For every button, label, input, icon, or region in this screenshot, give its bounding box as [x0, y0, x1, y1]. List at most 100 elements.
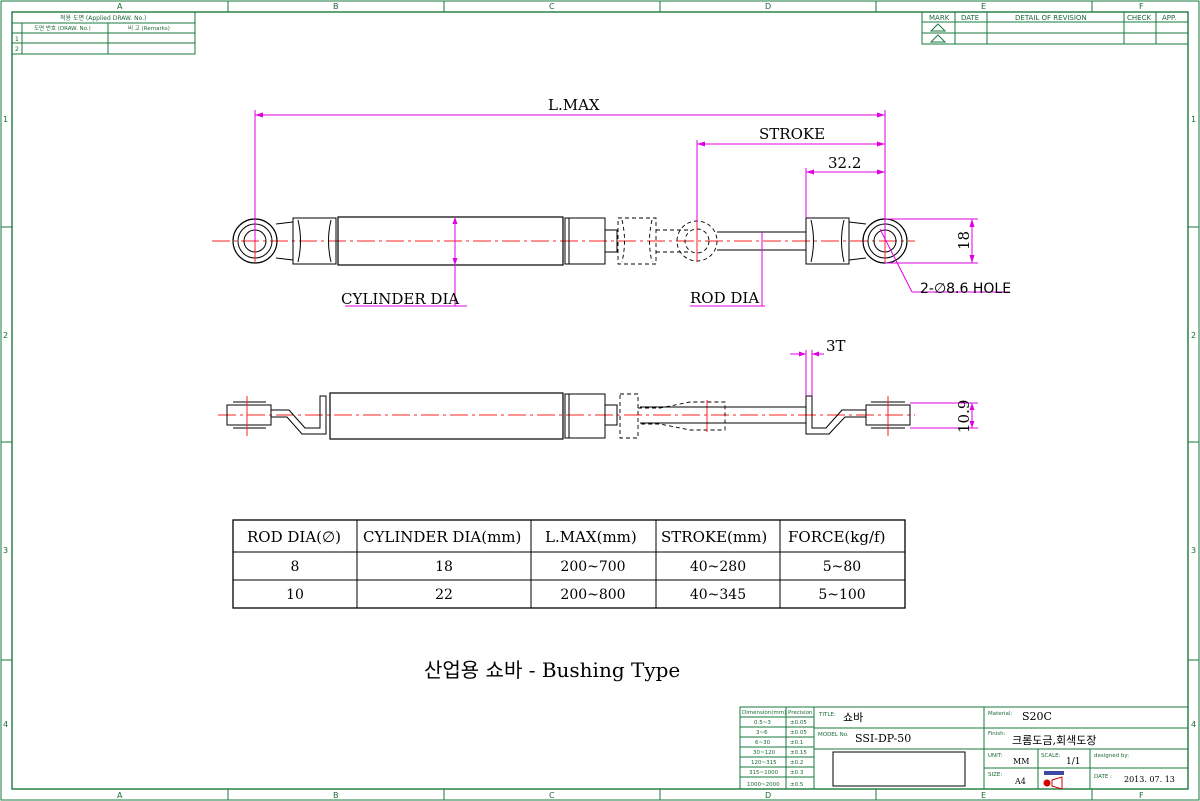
zone-bottom-c: C: [549, 791, 555, 800]
zone-left-1: 1: [3, 115, 8, 124]
tol-r7-dim: 1000~2000: [747, 782, 780, 788]
model-value: SSI-DP-50: [855, 732, 911, 745]
spec-header-lmax: L.MAX(mm): [545, 528, 637, 546]
zone-right-4: 4: [1191, 720, 1196, 729]
spec-cell-r1-c3: 200~700: [560, 559, 625, 575]
applied-drawing-block: 적용 도면 (Applied DRAW. No.) 도면 번호 (DRAW. N…: [11, 11, 196, 55]
material-label: Material:: [988, 711, 1012, 717]
unit-label: UNIT:: [988, 753, 1003, 759]
scale-value: 1/1: [1066, 757, 1080, 767]
tol-r3-dim: 6~30: [755, 740, 771, 746]
scale-label: SCALE:: [1041, 753, 1061, 759]
spec-header-stroke: STROKE(mm): [661, 528, 767, 546]
unit-value: MM: [1013, 757, 1029, 766]
zone-left-4: 4: [3, 720, 8, 729]
projection-symbol-icon: [1043, 771, 1064, 790]
side-cylinder-body: [329, 392, 564, 440]
top-dimensions: L.MAX STROKE 32.2 18 2-∅8.6 HOLE CYLINDE…: [254, 96, 1011, 308]
dim-lmax: L.MAX: [548, 96, 600, 114]
size-value: A4: [1014, 777, 1026, 786]
size-label: SIZE:: [988, 772, 1002, 778]
zone-bottom-d: D: [765, 791, 771, 800]
spec-header-rod: ROD DIA(∅): [247, 528, 341, 546]
spec-cell-r1-c1: 8: [291, 559, 300, 575]
model-label: MODEL No.: [818, 732, 849, 738]
dim-rod-dia: ROD DIA: [690, 289, 759, 307]
applied-col-drawno: 도면 번호 (DRAW. No.): [34, 24, 91, 32]
tol-header-dim: Dimension(mm): [742, 710, 786, 716]
dim-stroke: STROKE: [759, 125, 825, 143]
revision-triangle-icon-2: [929, 34, 947, 43]
spec-table: ROD DIA(∅) CYLINDER DIA(mm) L.MAX(mm) ST…: [232, 519, 906, 609]
dim-18: 18: [955, 231, 973, 250]
zone-labels: A B C D E F A B C D E F 1 2 3 4 1 2 3 4: [3, 2, 1196, 800]
applied-header: 적용 도면 (Applied DRAW. No.): [60, 14, 146, 22]
finish-value: 크롬도금,회색도장: [1012, 734, 1096, 747]
side-dimensions: 3T 10.9: [790, 337, 978, 433]
tol-r2-dim: 3~6: [756, 730, 768, 736]
revision-app: APP.: [1162, 14, 1176, 22]
zone-right-1: 1: [1191, 115, 1196, 124]
tol-r7-prec: ±0.5: [790, 782, 804, 788]
tol-r4-prec: ±0.15: [790, 750, 807, 756]
revision-block: MARK DATE DETAIL OF REVISION CHECK APP.: [921, 11, 1189, 45]
top-view: [212, 216, 915, 266]
zone-right-3: 3: [1191, 546, 1196, 555]
zone-top-e: E: [981, 2, 986, 11]
zone-left-3: 3: [3, 546, 8, 555]
tol-r3-prec: ±0.1: [790, 740, 803, 746]
drawing-caption: 산업용 쇼바 - Bushing Type: [424, 658, 680, 682]
title-empty-box: [832, 751, 966, 787]
tol-r6-dim: 315~1000: [749, 770, 779, 776]
zone-top-a: A: [117, 2, 123, 11]
title-block: TITLE: 쇼바 MODEL No. SSI-DP-50 Material: …: [813, 706, 1189, 790]
title-label: TITLE:: [818, 712, 836, 718]
spec-cell-r2-c1: 10: [286, 587, 304, 603]
dim-32-2: 32.2: [828, 154, 861, 172]
tol-header-prec: Precision: [788, 710, 813, 716]
zone-top-f: F: [1139, 2, 1144, 11]
zone-bottom-e: E: [981, 791, 986, 800]
spec-cell-r1-c4: 40~280: [690, 559, 746, 575]
zone-left-2: 2: [3, 331, 8, 340]
revision-check: CHECK: [1127, 14, 1151, 22]
date-label: DATE :: [1094, 774, 1112, 780]
cylinder-body: [337, 216, 564, 266]
tol-r1-prec: ±0.05: [790, 720, 807, 726]
revision-mark: MARK: [929, 14, 950, 22]
spec-header-cylinder: CYLINDER DIA(mm): [363, 528, 521, 546]
designed-label: designed by:: [1094, 753, 1129, 759]
spec-cell-r2-c4: 40~345: [690, 587, 746, 603]
tol-r5-prec: ±0.2: [790, 760, 803, 766]
applied-row-1: 1: [15, 36, 19, 43]
spec-cell-r1-c5: 5~80: [823, 559, 861, 575]
date-value: 2013. 07. 13: [1124, 775, 1175, 784]
revision-detail: DETAIL OF REVISION: [1015, 14, 1087, 22]
applied-col-remarks: 비 고 (Remarks): [128, 24, 170, 32]
dim-hole: 2-∅8.6 HOLE: [920, 281, 1011, 297]
material-value: S20C: [1022, 710, 1052, 723]
spec-cell-r1-c2: 18: [435, 559, 453, 575]
zone-top-c: C: [549, 2, 555, 11]
spec-cell-r2-c2: 22: [435, 587, 453, 603]
zone-top-b: B: [333, 2, 339, 11]
dim-cylinder-dia: CYLINDER DIA: [341, 290, 459, 308]
tol-r4-dim: 30~120: [753, 750, 776, 756]
dim-3t: 3T: [826, 337, 846, 355]
zone-bottom-a: A: [117, 791, 123, 800]
tol-r2-prec: ±0.05: [790, 730, 807, 736]
finish-label: Finish:: [988, 731, 1006, 737]
tol-r1-dim: 0.5~3: [754, 720, 771, 726]
spec-cell-r2-c3: 200~800: [560, 587, 625, 603]
tolerance-table: Dimension(mm) Precision 0.5~3 ±0.05 3~6 …: [739, 706, 815, 790]
revision-date: DATE: [961, 14, 979, 22]
tol-r5-dim: 120~315: [751, 760, 777, 766]
revision-triangle-icon: [929, 23, 947, 32]
zone-right-2: 2: [1191, 331, 1196, 340]
zone-bottom-b: B: [333, 791, 339, 800]
spec-cell-r2-c5: 5~100: [818, 587, 865, 603]
spec-header-force: FORCE(kg/f): [788, 528, 885, 546]
tol-r6-prec: ±0.3: [790, 770, 804, 776]
